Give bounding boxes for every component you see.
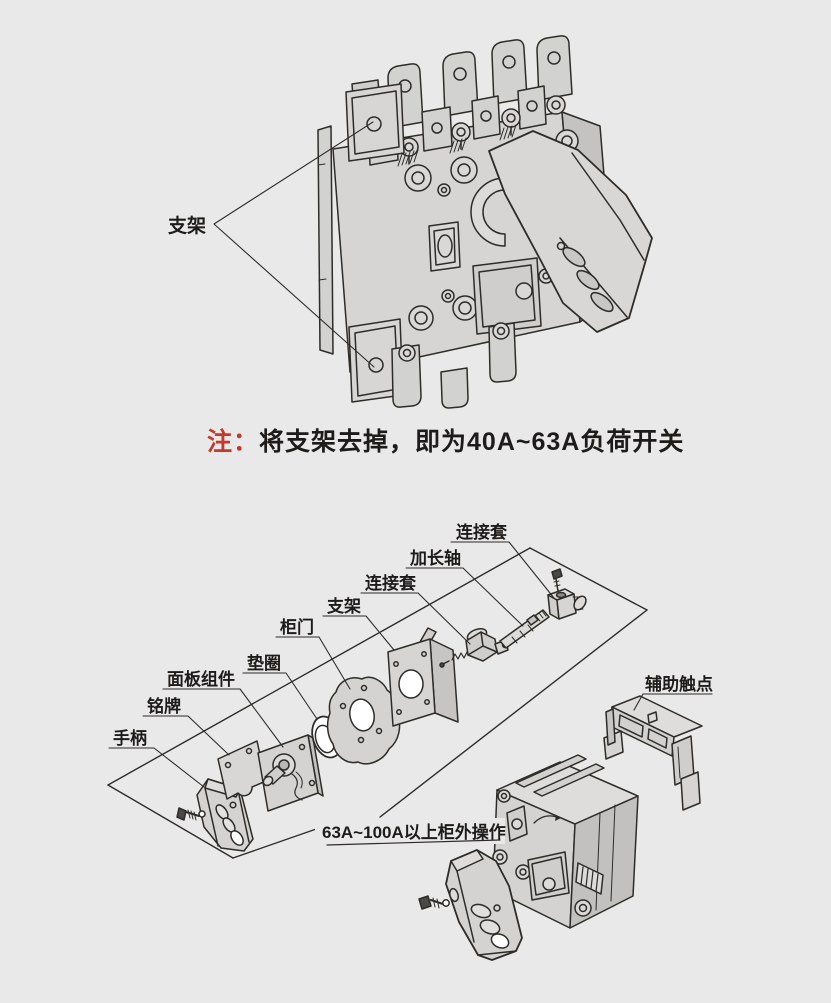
label-nameplate: 铭牌 (147, 696, 181, 716)
crescent-slot (470, 177, 506, 247)
leader-panel (162, 688, 284, 748)
bracket-part (387, 627, 459, 727)
handle-screw (176, 807, 187, 821)
leader-aux (633, 693, 713, 711)
hatch-marks (397, 124, 517, 167)
handle-screw-2 (418, 895, 432, 910)
bracket-label: 支架 (167, 215, 206, 237)
bracket-top (345, 79, 405, 162)
label-washer: 垫圈 (247, 653, 281, 673)
aux-contact-part (603, 695, 703, 811)
leader-sleeve-mid (360, 592, 471, 645)
handle-part-2 (418, 849, 523, 961)
lower-panel (472, 257, 554, 335)
label-aux-contact: 辅助触点 (645, 674, 713, 694)
bracket-bottom (348, 318, 404, 403)
cabinet-door-part (326, 676, 401, 765)
bottom-tabs (391, 322, 517, 409)
leader-washer (242, 672, 318, 720)
side-panel (317, 125, 334, 355)
main-switch-body (492, 754, 639, 929)
center-plate (428, 221, 461, 272)
nameplate-part (217, 740, 267, 800)
leader-lines (108, 541, 713, 788)
terminal-tabs (387, 35, 573, 129)
note-prefix: 注： (207, 428, 260, 456)
label-panel: 面板组件 (167, 669, 235, 689)
note-body: 将支架去掉，即为40A~63A负荷开关 (259, 428, 685, 456)
caption-mask (315, 818, 505, 844)
handle-part (176, 778, 254, 852)
label-caption: 63A~100A以上柜外操作 (322, 822, 506, 842)
label-bracket: 支架 (327, 596, 361, 616)
label-handle: 手柄 (113, 728, 147, 748)
mounting-plane (107, 547, 648, 859)
caption-underline (326, 839, 501, 846)
leader-bracket (322, 615, 395, 651)
note-line: 注：将支架去掉，即为40A~63A负荷开关 (207, 422, 684, 458)
label-sleeve-top: 连接套 (456, 522, 508, 542)
operating-handle (488, 130, 653, 333)
leader-nameplate (142, 715, 230, 756)
leader-door (275, 636, 351, 690)
leader-shaft (405, 567, 524, 627)
panel-assembly-part (257, 734, 324, 812)
spring-screw (439, 651, 468, 668)
top-figure-illustration (213, 35, 653, 409)
extension-shaft-part (499, 609, 550, 649)
exploded-figure-illustration (107, 541, 713, 961)
label-door: 柜门 (280, 617, 314, 637)
leader-handle (108, 747, 205, 788)
bracket-leader-line (213, 121, 375, 368)
leader-sleeve-top (450, 541, 555, 599)
label-shaft: 加长轴 (409, 548, 461, 568)
label-sleeve-mid: 连接套 (365, 573, 417, 593)
